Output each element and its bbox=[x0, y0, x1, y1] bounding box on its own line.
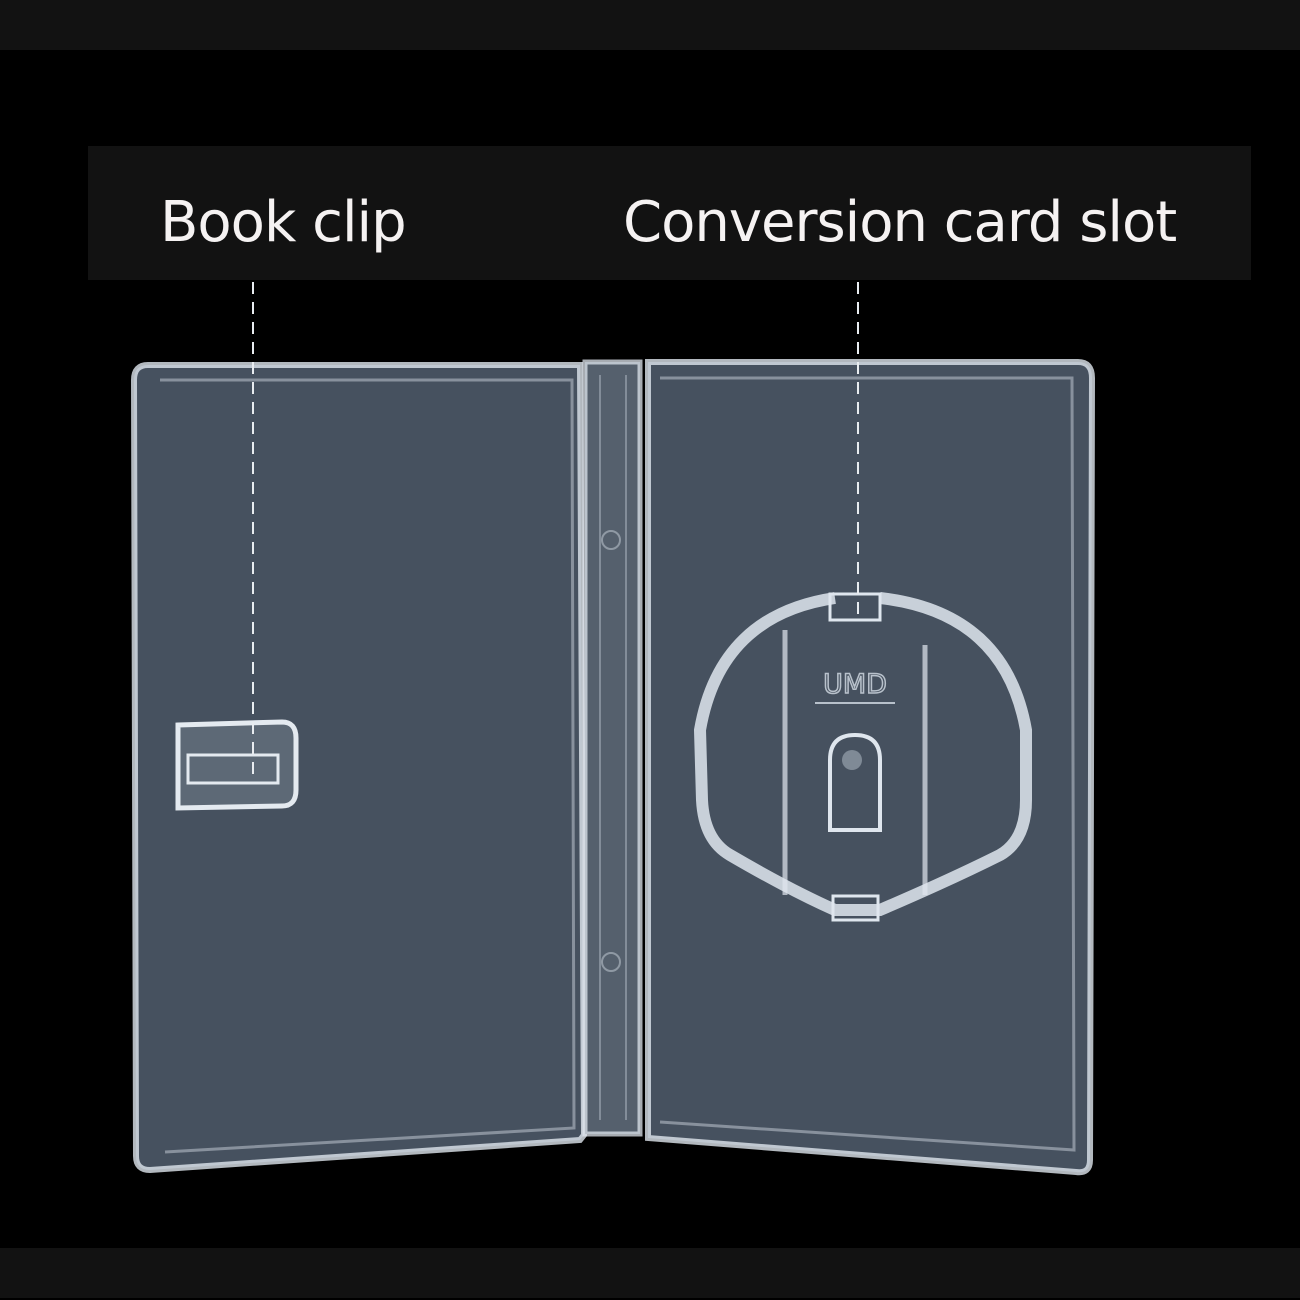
book-clip-label: Book clip bbox=[160, 190, 407, 255]
top-band bbox=[0, 0, 1300, 50]
umd-holder: UMD bbox=[693, 592, 1032, 922]
bottom-band bbox=[0, 1248, 1300, 1298]
left-panel bbox=[130, 362, 588, 1174]
label-bar bbox=[88, 146, 1251, 280]
book-clip bbox=[175, 719, 299, 811]
umd-logo: UMD bbox=[823, 669, 887, 700]
right-panel bbox=[645, 359, 1096, 1176]
card-slot-label: Conversion card slot bbox=[623, 190, 1177, 255]
spine bbox=[582, 359, 643, 1137]
